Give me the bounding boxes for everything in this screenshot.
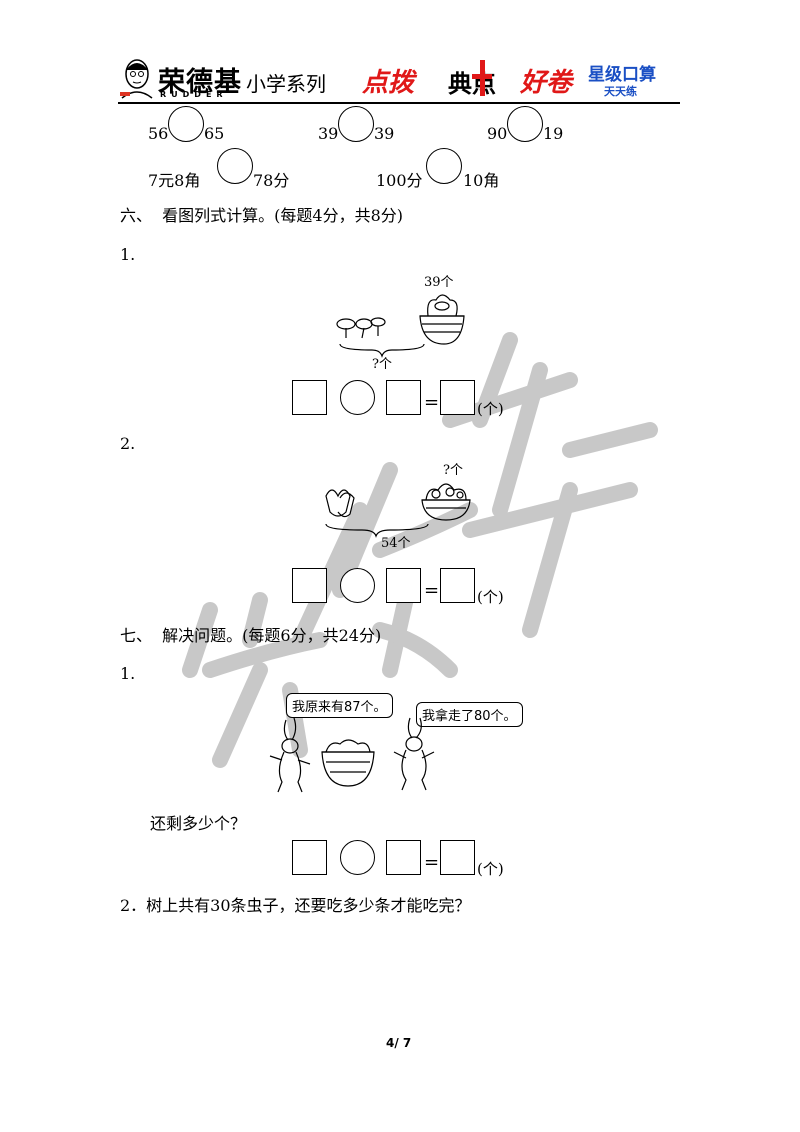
answer-circle[interactable] [426,148,462,184]
basket-count-label: ?个 [443,463,463,478]
badge-bottom: 天天练 [604,85,637,98]
page-number: 4/ 7 [386,1036,412,1050]
answer-circle[interactable] [507,106,543,142]
section6-heading: 六、 看图列式计算。(每题4分，共8分) [120,206,404,225]
answer-box[interactable] [386,840,421,875]
answer-box[interactable] [386,568,421,603]
operator-circle[interactable] [340,840,375,875]
equals-sign: = [424,580,440,601]
header: 荣德基 RUDDER 小学系列 点拨 典点 好卷 星级口算 天天练 [0,0,800,105]
total-label: 54个 [381,536,411,551]
answer-box[interactable] [386,380,421,415]
promo-dianbo: 点拨 [362,68,415,98]
answer-circle[interactable] [338,106,374,142]
compare-right: 10角 [463,171,500,190]
operator-circle[interactable] [340,380,375,415]
question-number: 1. [120,664,136,683]
unit-label: (个) [477,400,504,418]
red-cross-icon [472,60,492,96]
compare-right: 78分 [253,171,290,190]
total-label: ?个 [372,357,392,372]
answer-box[interactable] [292,568,327,603]
result-box[interactable] [440,840,475,875]
result-box[interactable] [440,380,475,415]
speech-bubble-1: 我原来有87个。 [286,693,393,718]
rabbits-basket-illustration [269,717,435,793]
promo-haojuan: 好卷 [520,68,573,98]
answer-circle[interactable] [168,106,204,142]
basket-count-label: 39个 [424,275,454,290]
compare-left: 56 [148,124,169,143]
mushroom-basket-illustration [336,294,465,358]
compare-left: 100分 [376,171,423,190]
equals-sign: = [424,852,440,873]
operator-circle[interactable] [340,568,375,603]
brand-subtitle: RUDDER [160,90,228,99]
watermark-rudder [182,332,658,768]
unit-label: (个) [477,860,504,878]
header-divider [118,102,680,104]
question-number: 2. [120,434,136,453]
question-2-text: 2．树上共有30条虫子，还要吃多少条才能吃完？ [120,896,471,915]
series-title: 小学系列 [246,72,326,96]
unit-label: (个) [477,588,504,606]
compare-left: 7元8角 [148,171,201,190]
fruit-basket-illustration [325,483,471,538]
compare-left: 90 [487,124,508,143]
result-box[interactable] [440,568,475,603]
question-number: 1. [120,245,136,264]
badge-top: 星级口算 [588,65,656,85]
compare-left: 39 [318,124,339,143]
speech-bubble-2: 我拿走了80个。 [416,702,523,727]
equals-sign: = [424,392,440,413]
answer-box[interactable] [292,840,327,875]
author-portrait-logo [120,59,153,99]
compare-right: 39 [374,124,395,143]
section7-heading: 七、 解决问题。(每题6分，共24分) [120,626,382,645]
question-text: 还剩多少个？ [150,814,247,833]
compare-right: 65 [204,124,225,143]
answer-box[interactable] [292,380,327,415]
answer-circle[interactable] [217,148,253,184]
brand-name: 荣德基 [158,67,242,98]
compare-right: 19 [543,124,564,143]
